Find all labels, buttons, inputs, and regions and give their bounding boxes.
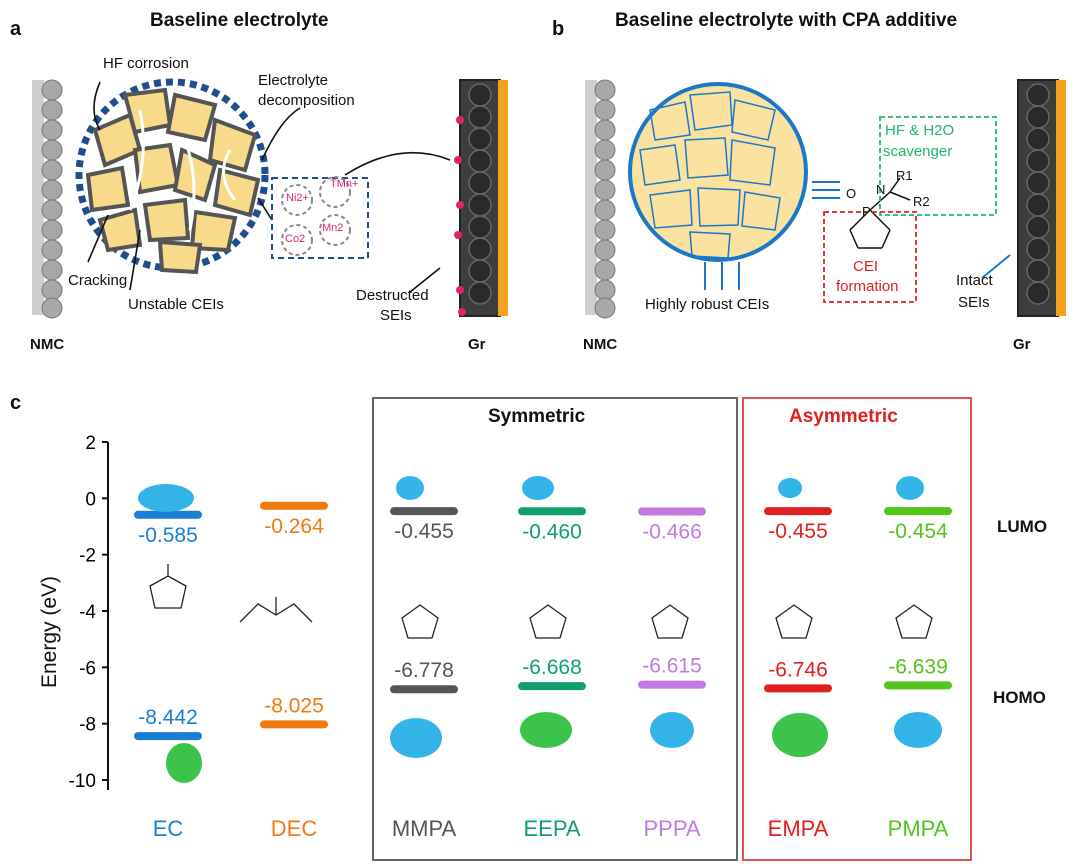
lumo-value-label: -0.460 (522, 520, 582, 543)
lumo-value-label: -0.466 (642, 520, 702, 543)
crack-lines (128, 109, 237, 231)
cracked-grains (85, 87, 261, 275)
nmc-label-a: NMC (30, 336, 65, 353)
gr-particles (468, 83, 492, 305)
y-axis-label: Energy (eV) (38, 575, 61, 689)
lumo-label: LUMO (997, 517, 1048, 536)
homo-label: HOMO (993, 688, 1046, 707)
lumo-value-label: -0.455 (394, 520, 454, 543)
symmetric-header: Symmetric (488, 406, 586, 427)
intact-grains (639, 91, 781, 259)
asymmetric-header: Asymmetric (789, 406, 898, 427)
homo-value-label: -6.746 (768, 658, 828, 681)
gr-particles-b (1026, 83, 1050, 305)
gr-label-b: Gr (1013, 336, 1031, 353)
lumo-value-label: -0.454 (888, 520, 948, 543)
mn-ion-label: Mn2 (322, 222, 344, 234)
y-tick-label: 0 (85, 489, 96, 510)
hf-corrosion-label: HF corrosion (103, 55, 189, 72)
r2-label: R2 (913, 194, 930, 209)
molecule-name-label: MMPA (392, 816, 457, 841)
y-tick-label: 2 (85, 433, 96, 454)
panel-a-diagram (32, 78, 508, 319)
lumo-value-label: -0.264 (264, 515, 324, 538)
intact-seis-label: SEIs (958, 294, 990, 311)
panel-c-letter: c (10, 392, 22, 414)
tm-ion-label: TMn+ (330, 178, 359, 190)
cracking-label: Cracking (68, 272, 128, 289)
cpa-arrows (704, 181, 1011, 290)
lumo-value-label: -0.585 (138, 524, 198, 547)
y-tick-label: -6 (79, 658, 96, 679)
sei-deposits (454, 116, 466, 316)
asymmetric-box (742, 397, 972, 861)
scavenger-line1: HF & H2O (885, 122, 955, 139)
y-tick-label: -10 (69, 771, 96, 792)
molecule-structures (149, 564, 933, 639)
molecule-name-label: EEPA (523, 816, 580, 841)
unstable-cei-label: Unstable CEIs (128, 296, 224, 313)
y-tick-label: -2 (79, 546, 96, 567)
molecule-name-label: PPPA (643, 816, 700, 841)
co-ion-label: Co2 (285, 233, 306, 245)
y-axis-ticks: 2 0 -2 -4 -6 -8 -10 (69, 433, 108, 792)
gr-current-collector (498, 80, 508, 316)
nmc-label-b: NMC (583, 336, 618, 353)
homo-value-label: -6.778 (394, 659, 454, 682)
panel-b-title: Baseline electrolyte with CPA additive (615, 10, 958, 31)
symmetric-box (372, 397, 738, 861)
electrolyte-label: Electrolyte (258, 72, 329, 89)
molecule-name-label: EC (153, 816, 184, 841)
panel-b-diagram (585, 79, 1066, 319)
robust-cathode-particle (628, 82, 808, 262)
cei-formation-box (823, 211, 917, 303)
homo-value-label: -6.639 (888, 655, 948, 678)
seis-label: SEIs (380, 307, 412, 324)
gr-label-a: Gr (468, 336, 486, 353)
nmc-current-collector (32, 80, 44, 315)
nmc-particles-b (594, 79, 616, 319)
homo-value-label: -6.668 (522, 656, 582, 679)
intact-label: Intact (956, 272, 993, 289)
gr-current-collector-b (1056, 80, 1066, 316)
nmc-current-collector-b (585, 80, 597, 315)
molecule-name-label: PMPA (888, 816, 949, 841)
homo-value-label: -6.615 (642, 655, 702, 678)
cpa-molecule (849, 177, 911, 249)
cei-line1: CEI (853, 258, 879, 275)
orbital-isosurfaces (138, 476, 942, 783)
y-tick-label: -4 (79, 602, 96, 623)
y-tick-label: -8 (79, 715, 96, 736)
ni-ion-label: Ni2+ (286, 192, 309, 204)
homo-value-label: -8.442 (138, 706, 198, 729)
o-atom-label: O (846, 186, 857, 201)
lumo-value-label: -0.455 (768, 520, 828, 543)
cei-line2: formation (836, 278, 899, 295)
decomposition-label: decomposition (258, 92, 355, 109)
destructed-label: Destructed (356, 287, 429, 304)
p-atom-label: P (862, 204, 871, 219)
molecule-name-label: DEC (271, 816, 318, 841)
ion-circles (281, 176, 351, 256)
tm-ion-box (271, 177, 369, 259)
robust-cei-label: Highly robust CEIs (645, 296, 770, 313)
molecule-name-label: EMPA (768, 816, 829, 841)
scavenger-box (879, 116, 997, 216)
n-atom-label: N (876, 182, 886, 197)
scavenger-line2: scavenger (883, 143, 953, 160)
panel-a-title: Baseline electrolyte (150, 10, 329, 31)
panel-a-arrows (87, 81, 451, 293)
panel-a-letter: a (10, 18, 22, 40)
r1-label: R1 (896, 168, 913, 183)
nmc-particles (41, 79, 63, 319)
panel-b-letter: b (552, 18, 565, 40)
homo-value-label: -8.025 (264, 694, 324, 717)
